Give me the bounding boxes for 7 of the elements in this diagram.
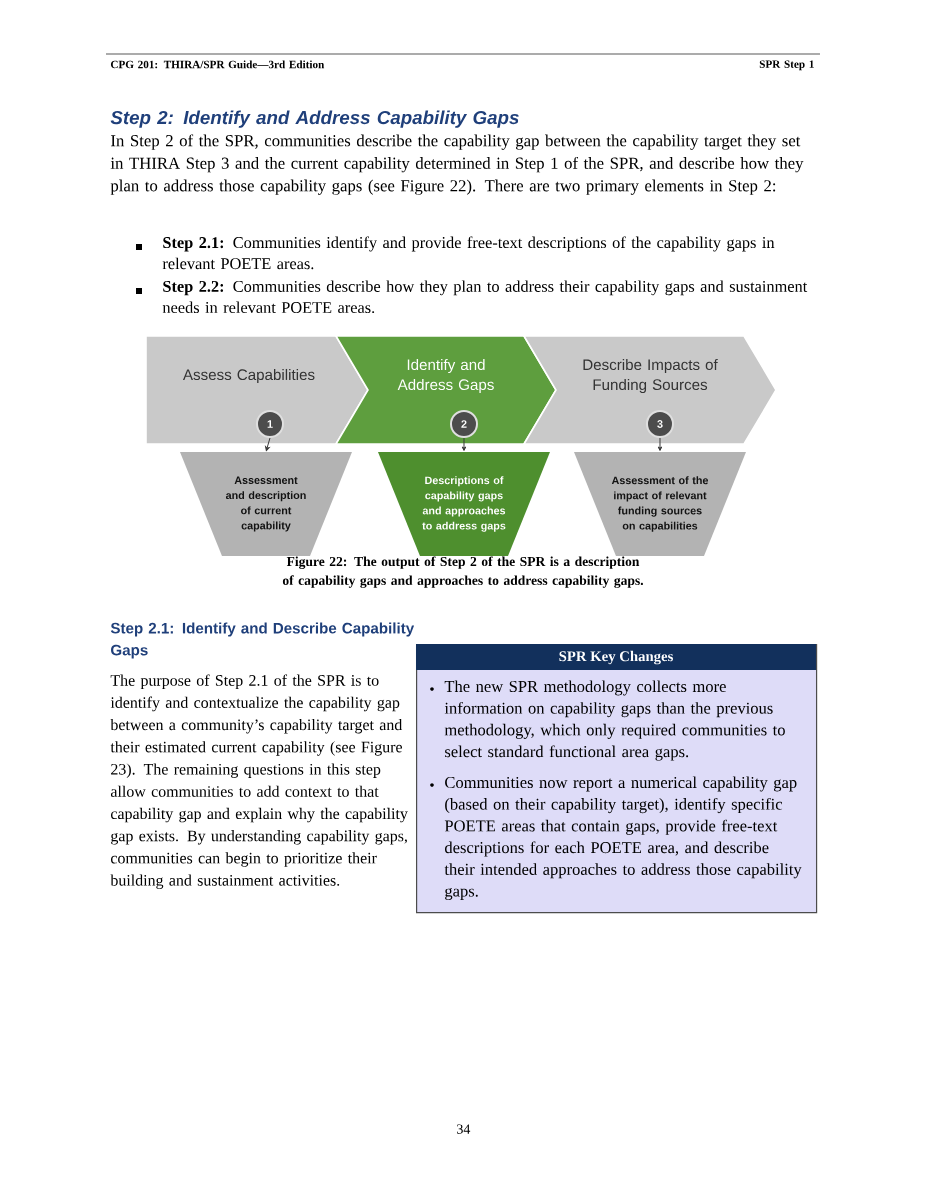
arrow [461,437,467,451]
arrow [265,437,271,452]
body-paragraph: In Step 2 of the SPR, communities describe the capability gap between the capability target they set in THIRA Step 3 and the current capability determined in Step 1 of the SPR, and describe how they plan to address those capability gaps (see Figure 22). There are two primary elements in Step 2: [110,134,804,195]
page-heading: Step 2: Identify and Address Capability Gaps [110,110,519,128]
bullet-item: Step 2.2: Communities describe how they plan to address their capability gaps and sustainment needs in relevant POETE areas. [162,280,808,314]
arrow [657,437,663,451]
bullet-item: Step 2.1: Communities identify and provide free-text descriptions of the capability gaps in relevant POETE areas. [162,236,775,270]
